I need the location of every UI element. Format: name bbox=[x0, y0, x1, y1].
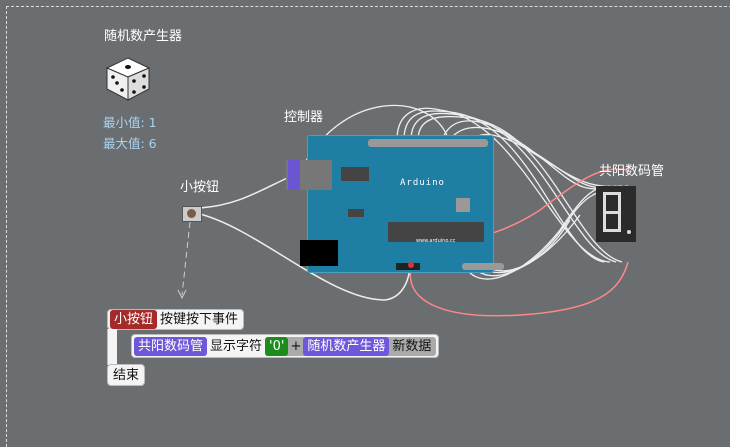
display-statement-block[interactable]: 共阳数码管显示字符'0'+随机数产生器新数据 bbox=[131, 334, 440, 358]
display-title: 共阳数码管 bbox=[599, 164, 665, 179]
source-field[interactable]: 新数据 bbox=[392, 338, 432, 354]
max-value: 最大值: 6 bbox=[103, 136, 157, 151]
event-text: 按键按下事件 bbox=[160, 312, 239, 327]
button-title: 小按钮 bbox=[180, 180, 220, 195]
random-generator-title: 随机数产生器 bbox=[104, 29, 183, 44]
min-value: 最小值: 1 bbox=[103, 115, 157, 130]
canvas-frame bbox=[6, 6, 730, 447]
board-name: Arduino bbox=[400, 178, 445, 188]
controller-title: 控制器 bbox=[284, 110, 324, 125]
end-block[interactable]: 结束 bbox=[107, 364, 146, 386]
concat-expression: '0'+随机数产生器新数据 bbox=[265, 336, 437, 356]
board-url: www.arduino.cc bbox=[416, 238, 456, 244]
statement-component-chip[interactable]: 共阳数码管 bbox=[134, 336, 208, 356]
plus-operator[interactable]: + bbox=[290, 338, 302, 354]
event-block-spine bbox=[107, 329, 117, 365]
literal-chip[interactable]: '0' bbox=[265, 336, 289, 356]
source-component-chip[interactable]: 随机数产生器 bbox=[303, 336, 390, 356]
statement-action: 显示字符 bbox=[210, 338, 263, 354]
event-block[interactable]: 小按钮按键按下事件 bbox=[107, 309, 245, 330]
push-button[interactable] bbox=[182, 206, 202, 222]
event-component-chip[interactable]: 小按钮 bbox=[110, 310, 158, 329]
end-text: 结束 bbox=[113, 367, 140, 383]
arduino-board[interactable]: Arduino www.arduino.cc bbox=[286, 135, 504, 273]
dice-icon[interactable] bbox=[104, 55, 152, 103]
seven-segment-display[interactable] bbox=[596, 186, 636, 242]
